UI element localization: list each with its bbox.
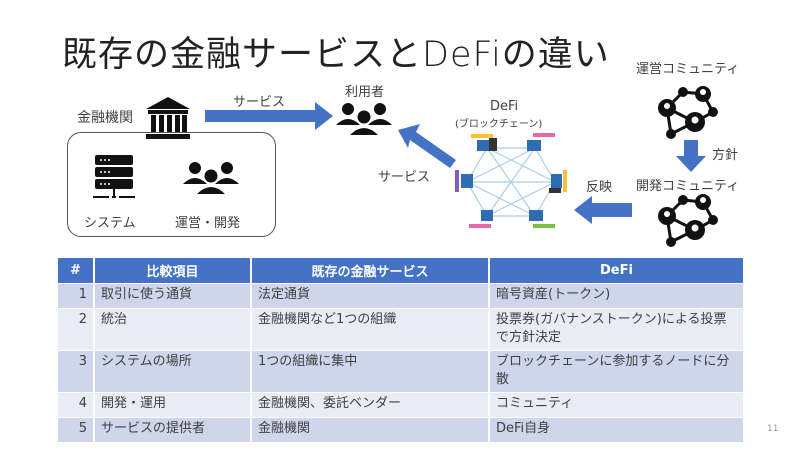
row-existing: 金融機関、委託ベンダー [251,391,490,417]
service-arrow-label: サービス [233,95,286,110]
row-defi: コミュニティ [489,391,745,417]
row-item: サービスの提供者 [94,416,252,442]
bank-icon [146,97,190,139]
policy-arrow-down-icon [676,140,706,172]
comparison-table: # 比較項目 既存の金融サービス DeFi 1 取引に使う通貨 法定通貨 暗号資… [58,258,745,442]
header-item: 比較項目 [94,258,252,283]
table-row: 2 統治 金融機関など1つの組織 投票券(ガバナンストークン)による投票で方針決… [58,307,745,350]
defi-service-label: サービス [378,170,431,185]
reflect-arrow-left-icon [574,196,632,224]
financial-institution-label: 金融機関 [77,110,133,126]
slide-title: 既存の金融サービスとDeFiの違い [62,35,610,75]
row-existing: 法定通貨 [251,282,490,308]
ops-community-network-icon [658,86,718,139]
dev-community-label: 開発コミュニティ [636,179,740,194]
header-existing: 既存の金融サービス [251,258,490,283]
blockchain-label: (ブロックチェーン) [455,119,543,130]
users-label: 利用者 [345,85,385,100]
server-icon [93,155,135,198]
table-row: 5 サービスの提供者 金融機関 DeFi自身 [58,416,745,442]
row-num: 1 [58,282,95,308]
row-num: 4 [58,391,95,417]
row-item: 開発・運用 [94,391,252,417]
row-num: 2 [58,307,95,350]
ops-community-label: 運営コミュニティ [636,62,740,77]
row-existing: 金融機関 [251,416,490,442]
table-row: 3 システムの場所 1つの組織に集中 ブロックチェーンに参加するノードに分散 [58,349,745,392]
row-existing: 金融機関など1つの組織 [251,307,490,350]
operators-group-icon [183,162,239,194]
row-item: 統治 [94,307,252,350]
table-header-row: # 比較項目 既存の金融サービス DeFi [58,258,745,283]
blockchain-network-icon [455,133,567,228]
page-number: 11 [767,424,779,434]
table-row: 4 開発・運用 金融機関、委託ベンダー コミュニティ [58,391,745,417]
service-arrow-right-icon [205,102,333,130]
defi-label: DeFi [490,99,519,114]
row-defi: 暗号資産(トークン) [489,282,745,308]
table-row: 1 取引に使う通貨 法定通貨 暗号資産(トークン) [58,282,745,308]
row-item: 取引に使う通貨 [94,282,252,308]
row-defi: 投票券(ガバナンストークン)による投票で方針決定 [489,307,745,350]
system-label: システム [84,216,136,231]
dev-community-network-icon [658,194,718,247]
row-num: 5 [58,416,95,442]
header-num: # [58,258,95,283]
row-num: 3 [58,349,95,392]
policy-label: 方針 [712,148,739,163]
institution-box [67,132,276,237]
users-group-icon [336,103,392,135]
header-defi: DeFi [489,258,745,283]
reflect-label: 反映 [586,180,613,195]
row-defi: ブロックチェーンに参加するノードに分散 [489,349,745,392]
operation-label: 運営・開発 [175,216,241,231]
row-existing: 1つの組織に集中 [251,349,490,392]
row-defi: DeFi自身 [489,416,745,442]
defi-service-arrow-icon [398,124,456,168]
row-item: システムの場所 [94,349,252,392]
